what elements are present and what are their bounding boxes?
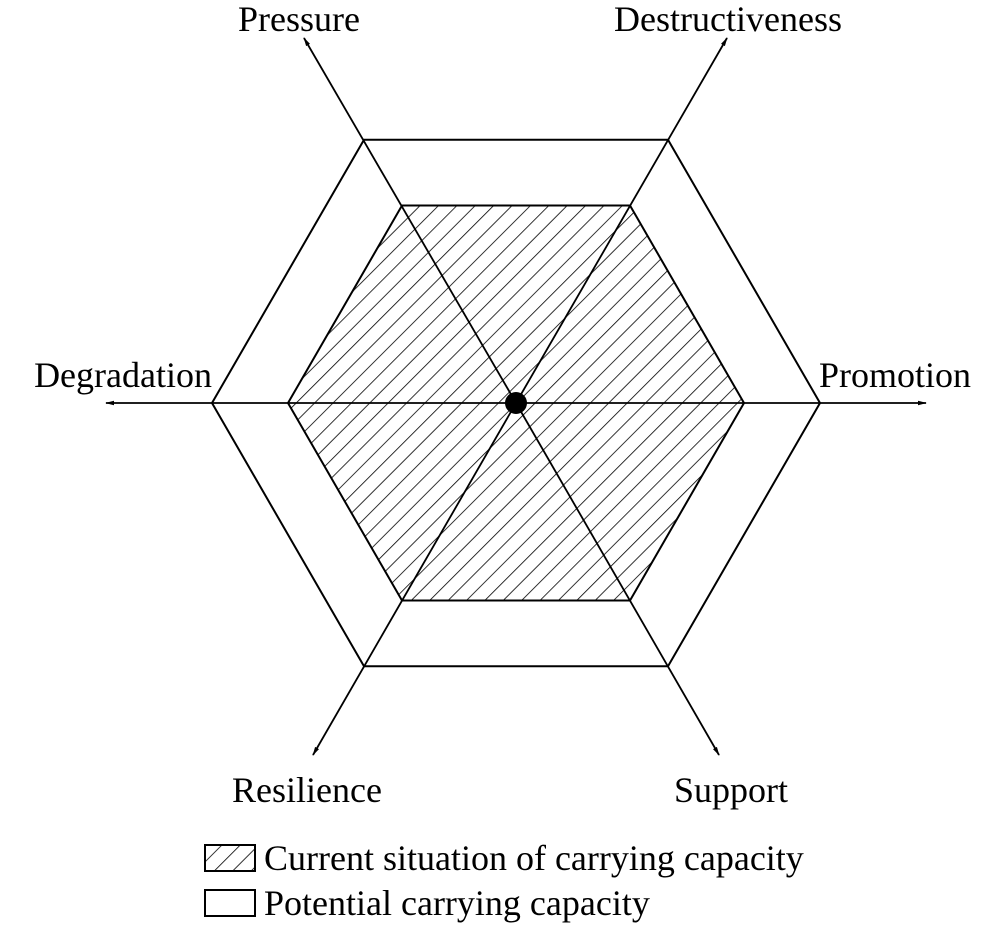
axis-label-pressure: Pressure bbox=[238, 0, 360, 39]
axis-label-destructiveness: Destructiveness bbox=[614, 0, 842, 39]
legend: Current situation of carrying capacity P… bbox=[204, 838, 804, 923]
center-point bbox=[505, 392, 527, 414]
axis-arrow-destructiveness bbox=[515, 37, 728, 404]
axes bbox=[105, 37, 927, 756]
axis-label-degradation: Degradation bbox=[34, 355, 212, 395]
axis-label-promotion: Promotion bbox=[819, 355, 971, 395]
axis-arrow-resilience bbox=[312, 402, 517, 756]
legend-label-potential: Potential carrying capacity bbox=[264, 883, 650, 923]
axis-arrow-pressure bbox=[303, 37, 517, 404]
axis-label-support: Support bbox=[674, 770, 788, 810]
axis-arrow-support bbox=[515, 402, 720, 756]
legend-swatch-potential bbox=[204, 889, 256, 917]
legend-swatch-current bbox=[204, 844, 256, 872]
axis-label-resilience: Resilience bbox=[232, 770, 382, 810]
legend-label-current: Current situation of carrying capacity bbox=[264, 838, 804, 878]
